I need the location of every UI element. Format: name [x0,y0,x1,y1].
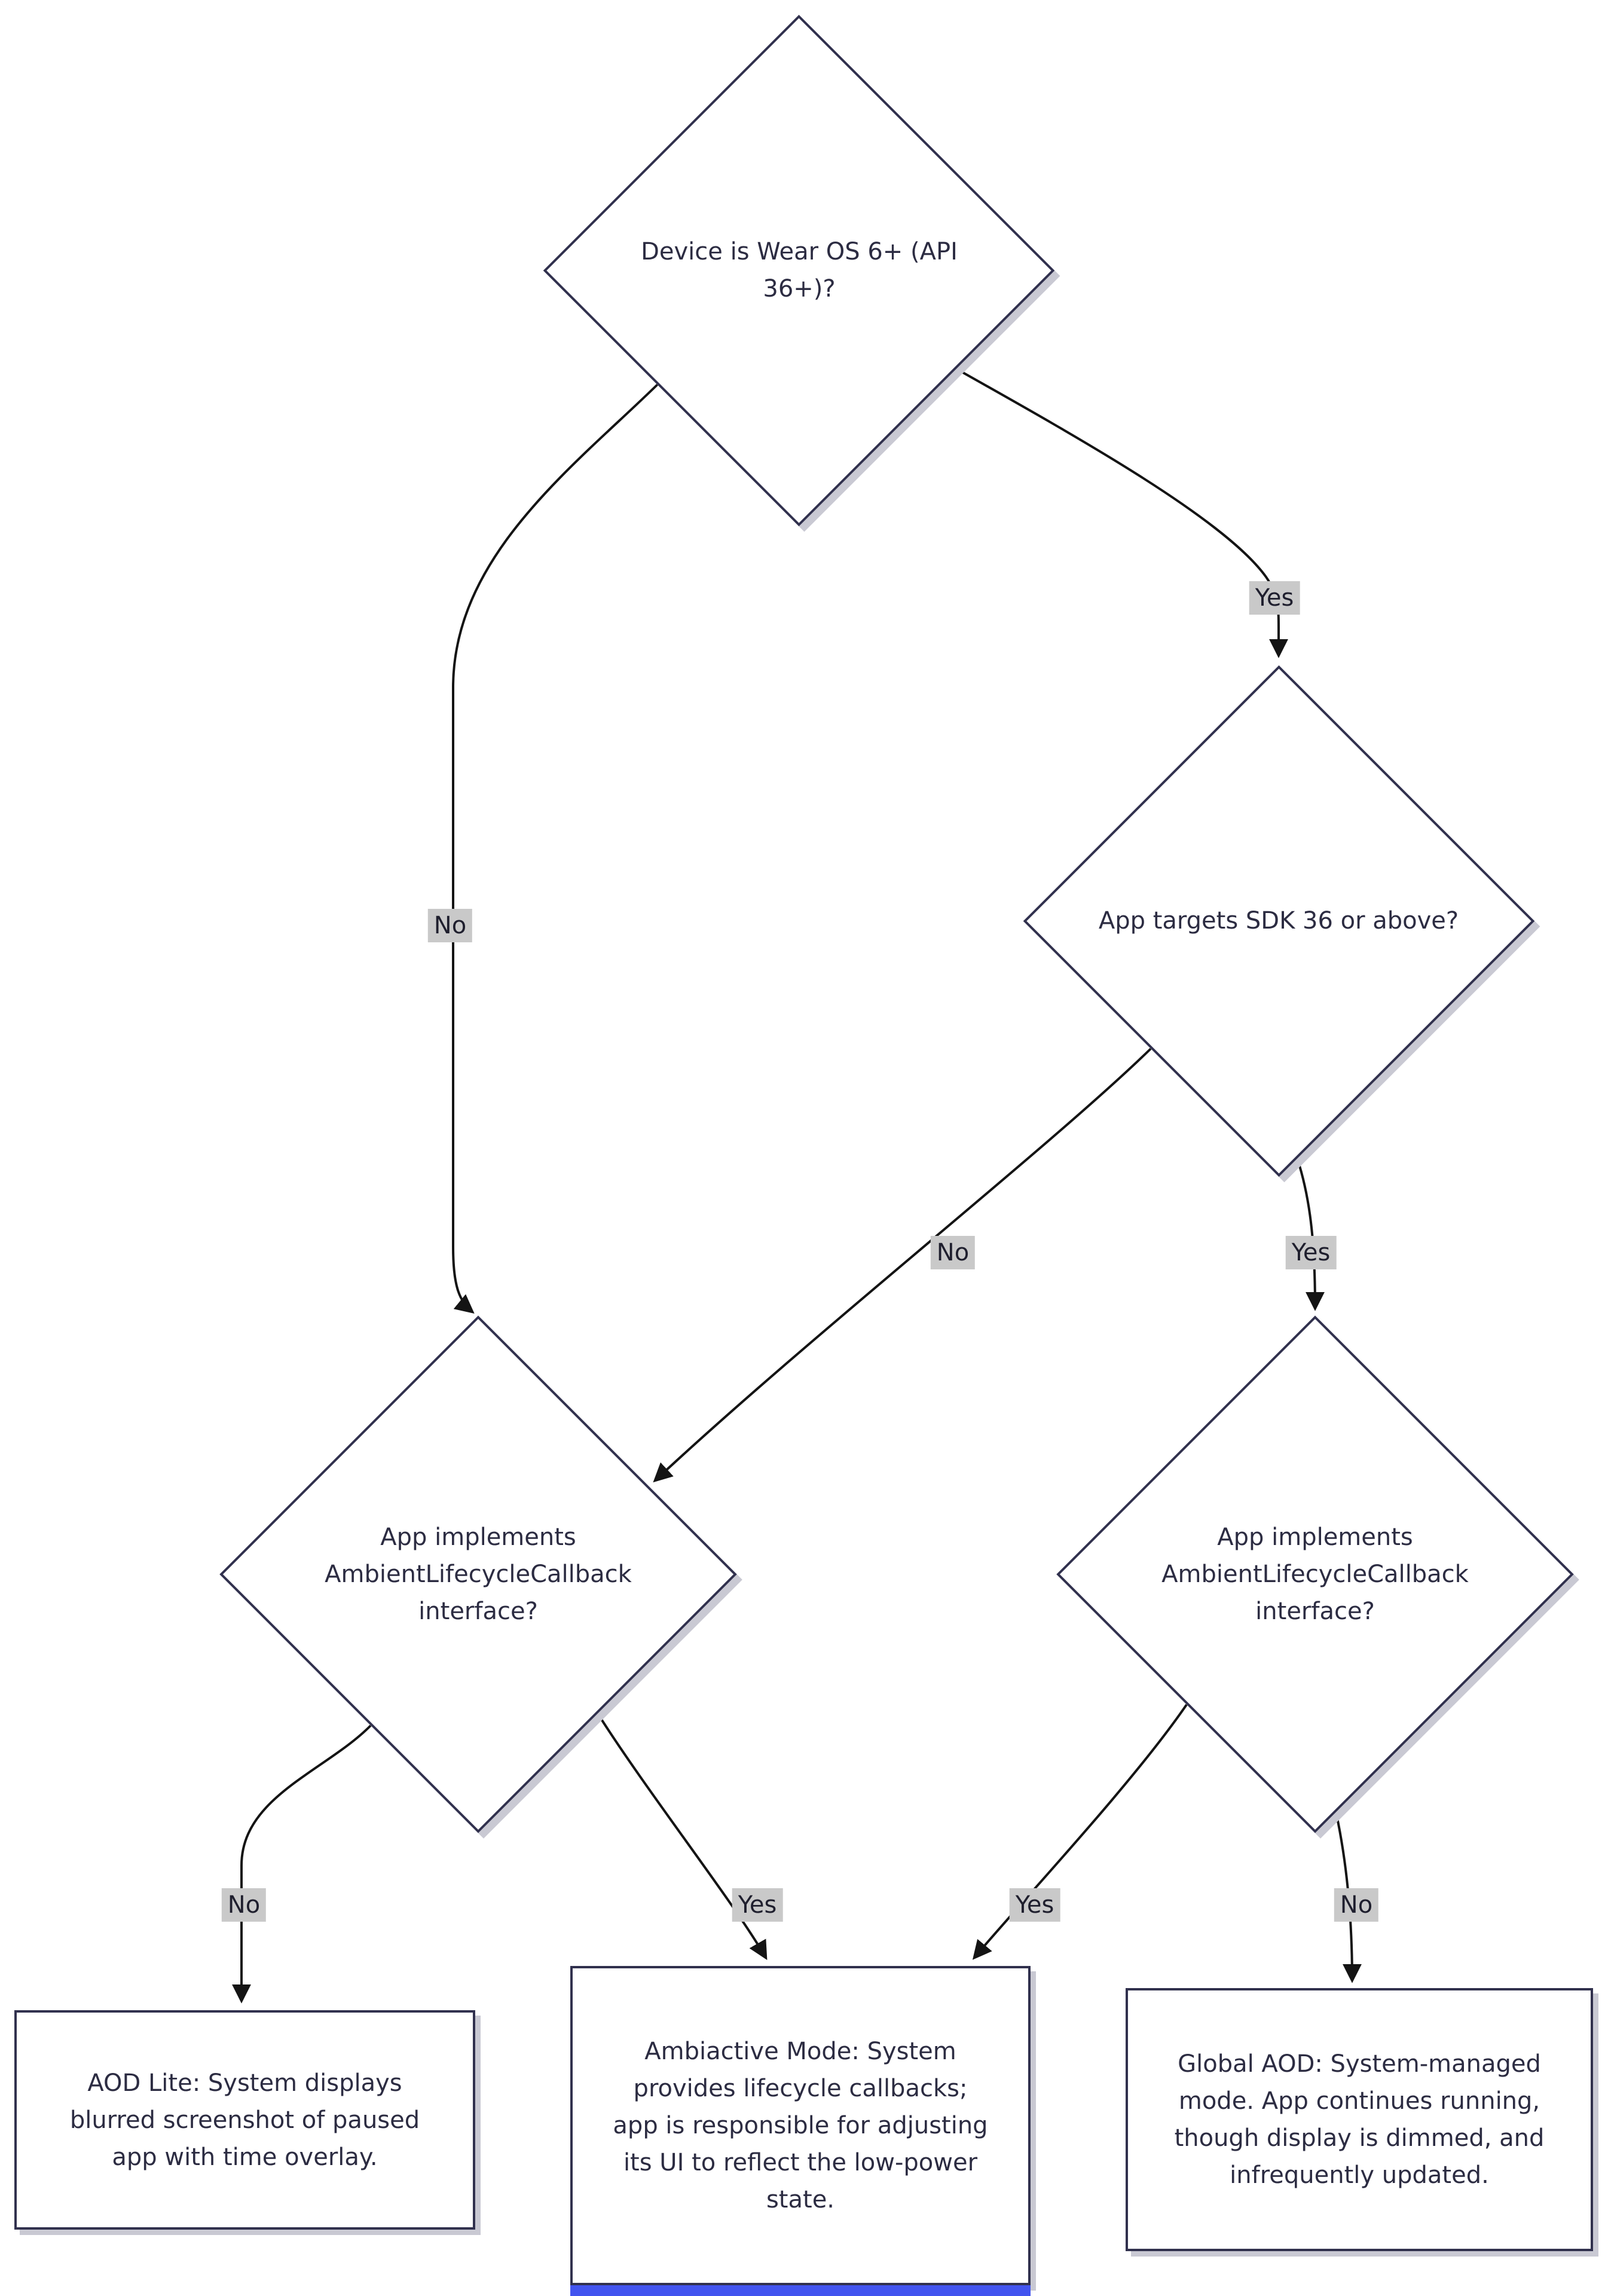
decision-label-ambient-callback-left: App implements AmbientLifecycleCallback … [325,1523,632,1625]
decision-label-ambient-callback-right: App implements AmbientLifecycleCallback … [1161,1523,1469,1625]
edge-callback-right-to-ambiactive-yes [972,1703,1188,1960]
edge-sdk-to-callback-right-yes [1296,1158,1325,1311]
edge-label-yes: Yes [732,1888,783,1922]
edge-wearos-to-sdk-yes [956,368,1288,658]
outcome-ambiactive-mode: Ambiactive Mode: System provides lifecyc… [570,1966,1031,2285]
edge-label-yes: Yes [1009,1888,1060,1922]
outcome-aod-lite: AOD Lite: System displays blurred screen… [14,2010,475,2230]
edge-label-no: No [1334,1888,1379,1922]
edge-wearos-to-callback-left-no [452,383,659,1314]
edge-callback-left-to-aod-lite-no [232,1724,372,2004]
decision-label-sdk-target: App targets SDK 36 or above? [1098,907,1459,935]
decision-label-wear-os-version: Device is Wear OS 6+ (API 36+)? [641,238,958,303]
outcome-aod-lite-text: AOD Lite: System displays blurred screen… [69,2069,420,2171]
outcome-ambiactive-mode-text: Ambiactive Mode: System provides lifecyc… [613,2038,988,2213]
edge-sdk-to-callback-left-no [653,1048,1152,1483]
ambiactive-box-accent-bar [570,2285,1031,2296]
outcome-global-aod: Global AOD: System-managed mode. App con… [1126,1988,1593,2251]
edge-label-no: No [427,909,473,942]
outcome-global-aod-text: Global AOD: System-managed mode. App con… [1174,2050,1545,2189]
edge-callback-left-to-ambiactive-yes [597,1712,768,1961]
edge-label-yes: Yes [1249,581,1300,615]
edge-label-no: No [221,1888,267,1922]
edge-label-yes: Yes [1285,1236,1337,1269]
edge-label-no: No [930,1236,976,1269]
